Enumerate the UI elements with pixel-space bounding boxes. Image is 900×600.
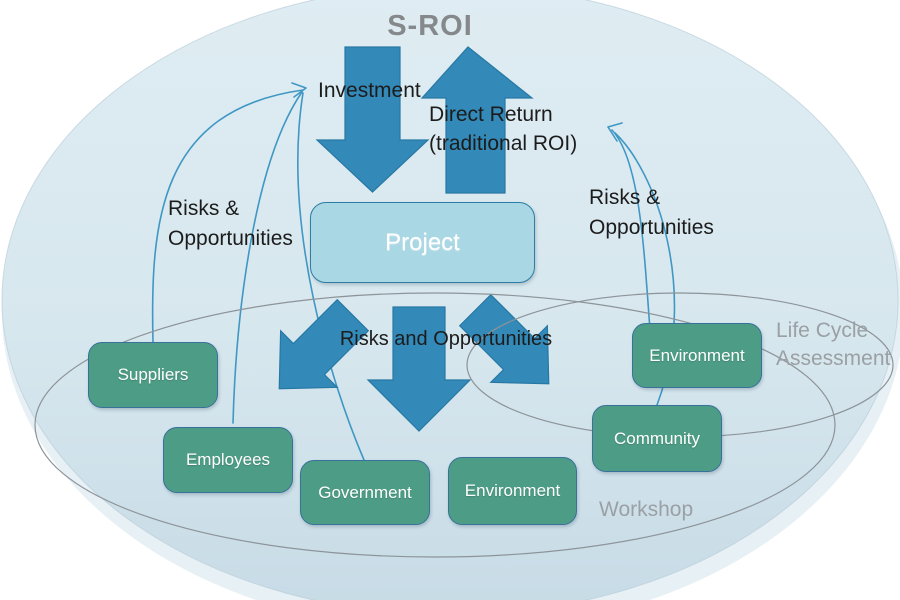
suppliers-node: Suppliers	[88, 342, 218, 408]
feedback-curve-government	[297, 92, 365, 461]
workshop-label: Workshop	[599, 498, 694, 521]
direct-return-up-arrow-icon	[420, 46, 534, 194]
feedback-arrowhead-right-icon	[607, 122, 623, 142]
feedback-curve-employees	[232, 91, 303, 424]
feedback-curve-environment	[611, 129, 651, 331]
environment-lca-node: Environment	[632, 323, 762, 388]
environment-workshop-node: Environment	[448, 457, 577, 525]
risks-arrow-down-right-icon	[458, 293, 550, 385]
project-label: Project	[385, 228, 460, 256]
community-node: Community	[592, 405, 722, 472]
risks-opportunities-right-label: Risks & Opportunities	[589, 186, 714, 239]
life-cycle-assessment-label: Life Cycle Assessment	[776, 319, 891, 370]
direct-return-label: Direct Return (traditional ROI)	[429, 100, 577, 158]
direct-return-line1: Direct Return	[429, 103, 553, 126]
feedback-curve-suppliers	[151, 89, 304, 343]
risks-arrow-down-left-icon	[278, 298, 370, 390]
investment-label: Investment	[318, 79, 421, 102]
direct-return-line2: (traditional ROI)	[429, 132, 578, 155]
risks-opportunities-center-label: Risks and Opportunities	[339, 328, 553, 350]
investment-down-arrow-icon	[315, 46, 430, 193]
risks-opportunities-left-label: Risks & Opportunities	[168, 197, 293, 250]
feedback-arrowhead-left-icon	[291, 82, 307, 98]
risks-arrow-down-icon	[366, 306, 472, 432]
government-node: Government	[300, 460, 430, 525]
workshop-ellipse	[34, 292, 836, 558]
project-node: Project	[310, 202, 535, 283]
employees-node: Employees	[163, 427, 293, 493]
diagram-title: S-ROI	[387, 10, 473, 42]
